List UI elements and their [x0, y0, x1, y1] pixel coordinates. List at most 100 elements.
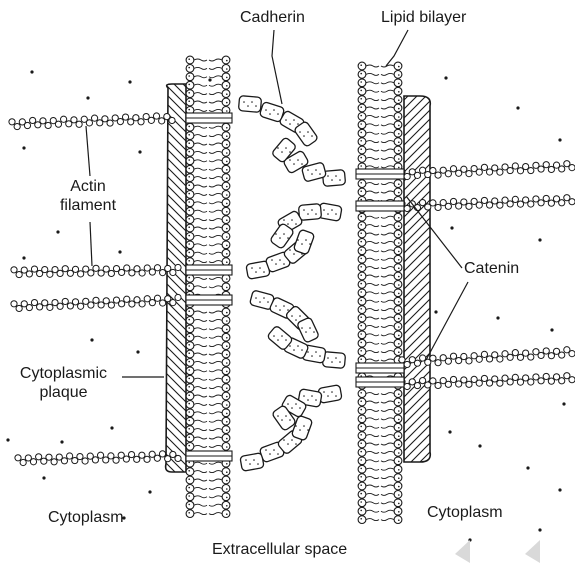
actin-bead [82, 458, 88, 464]
lipid-head [394, 423, 402, 431]
actin-bead [517, 201, 523, 207]
actin-bead [569, 199, 575, 205]
actin-bead [149, 300, 155, 306]
extracellular-space-label: Extracellular space [212, 540, 347, 559]
actin-bead [67, 453, 73, 459]
lipid-head [394, 239, 402, 247]
actin-bead [149, 269, 155, 275]
actin-bead [512, 196, 518, 202]
cadherin-speck [293, 349, 295, 351]
lipid-head-speck [360, 300, 362, 302]
actin-bead [420, 199, 426, 205]
cadherin-speck [307, 351, 309, 353]
lipid-head-speck [188, 436, 190, 438]
lipid-head-speck [226, 329, 228, 331]
cadherin-speck [287, 237, 289, 239]
lipid-tail [194, 160, 207, 162]
lipid-head-speck [360, 132, 362, 134]
cadherin-speck [257, 463, 259, 465]
cadherin-speck [273, 109, 275, 111]
lipid-tail [209, 328, 222, 330]
lipid-head [358, 297, 366, 305]
lipid-head-speck [188, 100, 190, 102]
actin-bead [507, 201, 513, 207]
actin-bead [55, 121, 61, 127]
lipid-head [222, 65, 230, 73]
lipid-tail [209, 244, 222, 246]
actin-bead [450, 166, 456, 172]
cadherin-speck [255, 105, 257, 107]
lipid-head-speck [188, 386, 190, 388]
lipid-head [358, 499, 366, 507]
lipid-head-speck [226, 186, 228, 188]
lipid-tail [194, 319, 207, 321]
lipid-head [186, 308, 194, 316]
lipid-tail [194, 353, 207, 355]
lipid-tail [381, 65, 394, 67]
lipid-head [394, 432, 402, 440]
lipid-head [394, 407, 402, 415]
lipid-head-speck [188, 109, 190, 111]
cadherin-speck [309, 243, 311, 245]
catenin-label: Catenin [464, 259, 519, 278]
lipid-head [358, 507, 366, 515]
actin-bead [466, 358, 472, 364]
lipid-head [186, 384, 194, 392]
lipid-head-speck [188, 470, 190, 472]
lipid-head [186, 493, 194, 501]
lipid-tail [194, 437, 207, 439]
lipid-tail [194, 487, 207, 489]
lipid-head [394, 390, 402, 398]
lipid-tail [209, 496, 222, 498]
lipid-tail [366, 409, 379, 411]
lipid-head-speck [188, 218, 190, 220]
lipid-head [358, 314, 366, 322]
actin-bead [139, 270, 145, 276]
cadherin-speck [265, 449, 267, 451]
lipid-head-speck [226, 68, 228, 70]
lipid-head [222, 493, 230, 501]
lipid-head-speck [398, 486, 400, 488]
lipid-tail [194, 420, 207, 422]
cadherin-speck [275, 233, 277, 235]
actin-bead [492, 198, 498, 204]
lipid-tail [366, 241, 379, 243]
lipid-tail [194, 93, 207, 95]
lipid-tail [381, 519, 394, 521]
lipid-head [186, 485, 194, 493]
cadherin-speck [323, 209, 325, 211]
lipid-head-speck [226, 152, 228, 154]
lipid-tail [209, 462, 222, 464]
lipid-tail [381, 418, 394, 420]
lipid-head [186, 149, 194, 157]
lipid-tail [194, 185, 207, 187]
cadherin-speck [299, 131, 301, 133]
lipid-head-speck [360, 73, 362, 75]
lipid-head [222, 401, 230, 409]
lipid-head-speck [226, 446, 228, 448]
lipid-tail [366, 149, 379, 151]
actin-bead [92, 457, 98, 463]
lipid-head [358, 306, 366, 314]
lipid-head-speck [226, 93, 228, 95]
lipid-head-speck [226, 127, 228, 129]
lipid-tail [366, 132, 379, 134]
lipid-tail [209, 185, 222, 187]
lipid-head [186, 132, 194, 140]
lipid-tail [381, 275, 394, 277]
lipid-tail [209, 353, 222, 355]
lipid-head-speck [226, 253, 228, 255]
lipid-head [186, 81, 194, 89]
lipid-head-speck [398, 217, 400, 219]
actin-bead [107, 120, 113, 126]
lipid-tail [194, 471, 207, 473]
actin-bead [139, 301, 145, 307]
lipid-tail [366, 157, 379, 159]
lipid-tail [366, 477, 379, 479]
actin-bead [170, 300, 176, 306]
lipid-tail [209, 76, 222, 78]
lipid-tail [209, 445, 222, 447]
cadherin-leader [272, 30, 282, 104]
cadherin-speck [299, 407, 301, 409]
lipid-head [222, 98, 230, 106]
